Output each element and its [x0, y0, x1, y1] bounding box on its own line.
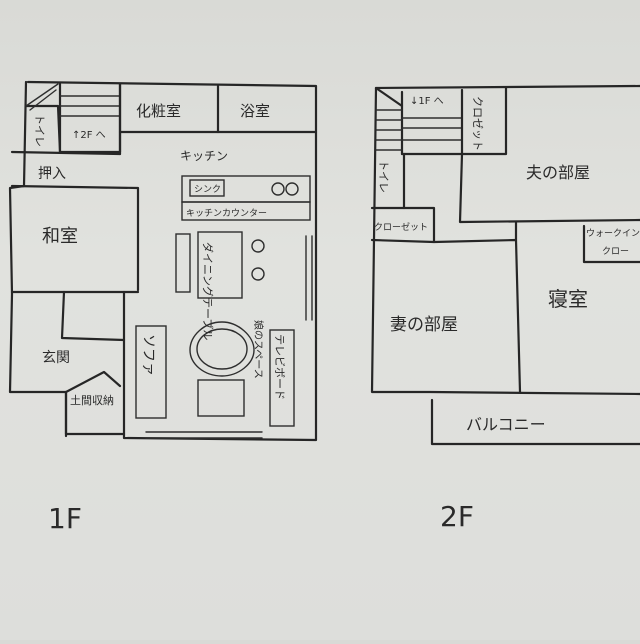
window-1f-south — [145, 431, 263, 439]
stove-burner-icon — [271, 182, 285, 196]
label-balcony: バルコニー — [466, 415, 546, 434]
tv-board-icon — [269, 329, 295, 427]
stove-burner-icon — [285, 182, 299, 196]
label-bathroom: 浴室 — [240, 102, 270, 120]
kitchen-counter-box — [181, 201, 311, 221]
floor1-labels: トイレ ↑2F へ 化粧室 浴室 キッチン シンク キッチンカウンター 押入 和… — [33, 102, 286, 407]
toilet-diagonal — [25, 83, 59, 111]
sink-icon — [189, 179, 225, 197]
label-stairs-down: ↓1F へ — [410, 96, 444, 107]
label-closet-2f: クロゼット — [471, 96, 484, 151]
floor2-labels: ↓1F へ クロゼット 夫の部屋 トイレ クローゼット ウォークイン クロー 妻… — [374, 96, 640, 434]
stairs-landing-wall — [400, 88, 464, 156]
walk-in-wall — [582, 224, 640, 264]
label-walk-in: ウォークイン — [586, 228, 640, 239]
stairs-1f-wall — [58, 82, 122, 154]
closet-wall — [10, 150, 140, 292]
chair-icon — [251, 239, 265, 253]
label-sofa: ソファ — [140, 334, 156, 376]
window-1f-east — [305, 235, 313, 321]
label-wife-room: 妻の部屋 — [390, 315, 458, 335]
box-icon — [197, 379, 245, 417]
closet-2f-wall — [460, 86, 508, 156]
label-sink: シンク — [194, 184, 221, 195]
floor1-label: 1F — [48, 502, 82, 535]
hall-wall — [60, 290, 126, 342]
label-kitchen-counter: キッチンカウンター — [186, 208, 267, 219]
label-toilet-1f: トイレ — [33, 114, 46, 147]
closet2-wall — [370, 206, 436, 244]
label-powder-room: 化粧室 — [136, 102, 181, 120]
label-tv-board: テレビボード — [273, 334, 286, 400]
floor2-plan — [370, 84, 640, 446]
label-bedroom: 寝室 — [548, 287, 588, 311]
floor1-plan — [8, 80, 318, 442]
label-closet-1f: 押入 — [38, 166, 66, 182]
kids-table-icon — [196, 328, 248, 370]
label-husband-room: 夫の部屋 — [526, 163, 590, 182]
label-japanese-room: 和室 — [42, 226, 78, 247]
label-kitchen: キッチン — [180, 149, 228, 163]
husband-room-wall — [458, 152, 640, 224]
sofa-icon — [135, 325, 167, 419]
label-stairs-up: ↑2F へ — [72, 130, 106, 141]
label-closet2: クローゼット — [374, 221, 428, 233]
floor2-label: 2F — [440, 500, 474, 533]
stairs-2f-wall — [374, 86, 404, 156]
entrance-door — [64, 370, 122, 394]
label-kids-space: 娘のスペース — [252, 320, 265, 379]
bench-icon — [175, 233, 191, 293]
label-entrance: 玄関 — [42, 349, 70, 366]
label-dining-table: ダイニングテーブル — [201, 242, 215, 340]
stairs-1f-steps — [59, 95, 121, 117]
label-walk-in-closet: クロー — [602, 246, 629, 257]
label-earthen-storage: 土間収納 — [70, 394, 114, 407]
chair-icon — [251, 267, 265, 281]
stairs-2f-steps — [375, 109, 463, 151]
dining-table-icon — [197, 231, 243, 299]
balcony-rail — [430, 398, 640, 446]
label-toilet-2f: トイレ — [377, 160, 390, 193]
round-rug-icon — [189, 321, 255, 377]
